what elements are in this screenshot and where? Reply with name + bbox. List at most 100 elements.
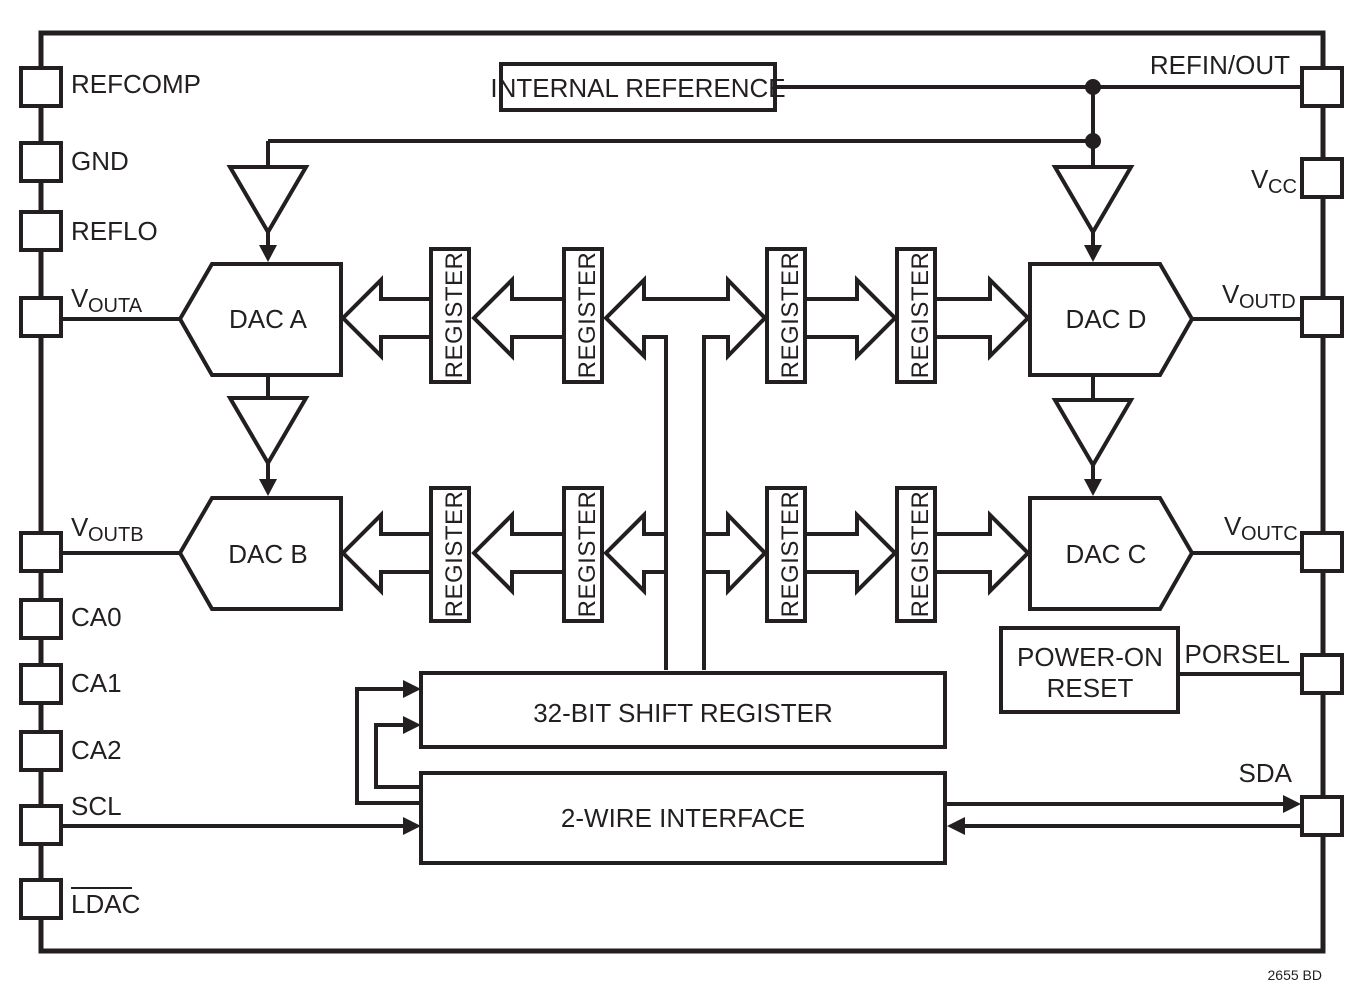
bus-arrow-left-icon [603, 510, 666, 596]
pin-label-voutc: V [1224, 511, 1242, 541]
bus-t-junction-top [603, 275, 768, 670]
pin-voutb [19, 531, 63, 573]
pin-label-sda: SDA [1239, 758, 1293, 788]
register-label: REGISTER [907, 491, 934, 618]
arrow-left-icon [947, 817, 965, 835]
pin-voutc [1300, 531, 1344, 573]
bus-arrow-right-icon [704, 510, 768, 596]
bus-arrow-left-icon [340, 275, 431, 361]
register-label: REGISTER [441, 252, 468, 379]
register-block [562, 247, 604, 384]
buffer-dc-triangle [1051, 398, 1135, 469]
pin-porsel [1300, 653, 1344, 695]
register-label: REGISTER [574, 491, 601, 618]
register-label: REGISTER [574, 252, 601, 379]
pin-label-scl: SCL [71, 791, 122, 821]
register-block [562, 486, 604, 623]
dac-c-label: DAC C [1066, 539, 1147, 569]
dac-b-block [177, 496, 343, 611]
bus-arrow-right-icon [935, 510, 1031, 596]
pin-ldac [19, 878, 63, 920]
pin-sda [1300, 795, 1344, 837]
junction-dot [1085, 79, 1101, 95]
register-block [429, 486, 471, 623]
bus-fill [668, 339, 702, 670]
right-pins: REFIN/OUT V CC V OUTD V OUTC PORSEL SDA [1150, 50, 1344, 837]
dac-b-label: DAC B [228, 539, 307, 569]
pin-scl [19, 804, 63, 846]
arrow-right-icon [403, 817, 421, 835]
dac-c-block [1028, 496, 1195, 611]
arrow-down-icon [1084, 245, 1102, 262]
pin-ca2 [19, 730, 63, 772]
two-wire-interface-label: 2-WIRE INTERFACE [561, 803, 805, 833]
arrow-down-icon [259, 245, 277, 262]
pin-label-ca1: CA1 [71, 668, 122, 698]
pin-label-porsel: PORSEL [1185, 639, 1291, 669]
shift-register-block [419, 671, 947, 749]
feedback-wire-outer [355, 687, 421, 805]
internal-reference-label: INTERNAL REFERENCE [490, 73, 785, 103]
power-on-reset-block [999, 626, 1180, 714]
pin-label-ldac: LDAC [71, 889, 140, 919]
buffer-a-triangle [226, 165, 310, 236]
pin-vcc [1300, 157, 1344, 199]
shift-register-label: 32-BIT SHIFT REGISTER [533, 698, 833, 728]
pin-label-voutd-sub: OUTD [1239, 291, 1296, 313]
pin-voutd [1300, 296, 1344, 338]
register-row-bottom: REGISTER REGISTER REGISTER REGISTER [429, 486, 937, 623]
buffer-ab-triangle [226, 396, 310, 467]
dac-a-label: DAC A [229, 304, 308, 334]
pin-label-vouta-sub: OUTA [88, 295, 143, 317]
register-label: REGISTER [907, 252, 934, 379]
pin-refin-out [1300, 66, 1344, 108]
register-label: REGISTER [777, 491, 804, 618]
register-label: REGISTER [441, 491, 468, 618]
pin-label-refin-out: REFIN/OUT [1150, 50, 1290, 80]
pin-label-vcc: V [1251, 164, 1269, 194]
bus-arrow-left-icon [471, 510, 564, 596]
pin-ca0 [19, 598, 63, 640]
bus-arrow-right-icon [805, 510, 898, 596]
junction-dot [1085, 133, 1101, 149]
register-block [895, 247, 937, 384]
left-pins: REFCOMP GND REFLO V OUTA V OUTB CA0 CA1 … [19, 66, 201, 920]
pin-label-ca0: CA0 [71, 602, 122, 632]
two-wire-interface-block [419, 771, 947, 865]
arrow-down-icon [259, 479, 277, 496]
pin-label-voutc-sub: OUTC [1241, 523, 1298, 545]
arrow-down-icon [1084, 479, 1102, 496]
arrow-right-icon [1283, 795, 1301, 813]
feedback-wire-inner [374, 723, 421, 789]
dac-d-label: DAC D [1066, 304, 1147, 334]
register-block [765, 486, 807, 623]
pin-label-vouta: V [71, 283, 89, 313]
register-row-top: REGISTER REGISTER REGISTER REGISTER [429, 247, 937, 384]
buffer-d-triangle [1051, 165, 1135, 236]
pin-label-voutb-sub: OUTB [88, 524, 144, 546]
dac-a-block [177, 262, 343, 377]
pin-label-reflo: REFLO [71, 216, 158, 246]
bus-arrow-left-icon [340, 510, 431, 596]
pin-label-voutd: V [1222, 279, 1240, 309]
register-block [765, 247, 807, 384]
internal-reference-block [499, 62, 777, 112]
pin-ca1 [19, 663, 63, 705]
pin-label-gnd: GND [71, 146, 129, 176]
reset-label: RESET [1047, 673, 1134, 703]
figure-id: 2655 BD [1268, 967, 1322, 983]
pin-label-ca2: CA2 [71, 735, 122, 765]
bus-arrow-left-icon [471, 275, 564, 361]
register-block [429, 247, 471, 384]
arrow-right-icon [403, 716, 421, 734]
pin-refcomp [19, 66, 63, 108]
pin-reflo [19, 210, 63, 252]
dac-d-block [1028, 262, 1195, 377]
register-label: REGISTER [777, 252, 804, 379]
bus-arrow-right-icon [805, 275, 898, 361]
chip-outline [38, 30, 1326, 954]
pin-gnd [19, 141, 63, 183]
pin-label-refcomp: REFCOMP [71, 69, 201, 99]
bus-arrow-right-icon [935, 275, 1031, 361]
